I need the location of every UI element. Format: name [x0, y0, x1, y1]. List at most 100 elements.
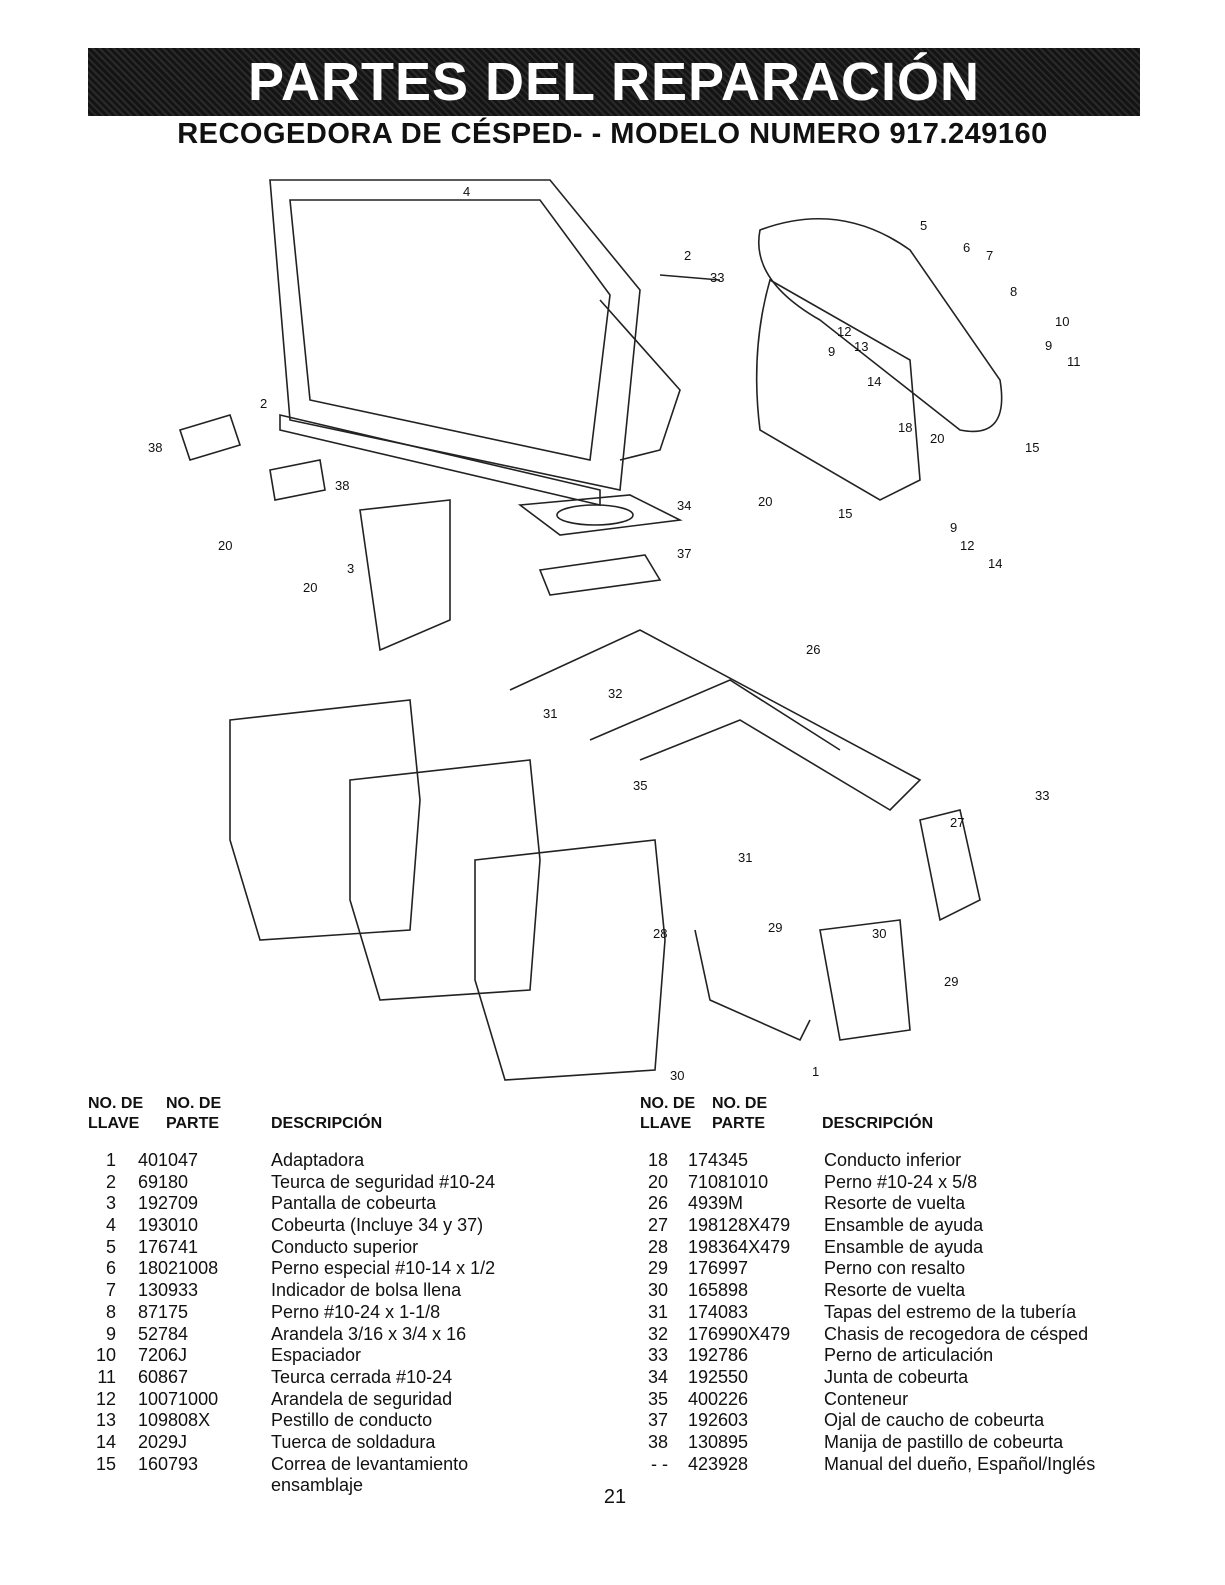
cell-part: 130895	[688, 1431, 749, 1452]
callout: 9	[950, 520, 957, 535]
cell-desc: Perno especial #10-14 x 1/2	[271, 1258, 496, 1279]
callout: 38	[335, 478, 349, 493]
cell-part: 198364X479	[688, 1236, 791, 1257]
cell-key: 11	[97, 1366, 116, 1387]
container-3	[474, 839, 666, 1081]
callout: 20	[930, 431, 944, 446]
cell-key: 26	[647, 1193, 668, 1214]
callout: 6	[963, 240, 970, 255]
callout: 1	[812, 1064, 819, 1079]
callout: 28	[653, 926, 667, 941]
cell-key: 20	[647, 1171, 668, 1192]
cell-part: 10071000	[138, 1388, 219, 1409]
cell-desc: Conducto inferior	[824, 1150, 962, 1170]
cell-desc: ensamblaje	[271, 1475, 364, 1496]
cell-desc: Pestillo de conducto	[271, 1410, 433, 1431]
cell-desc: Arandela de seguridad	[271, 1388, 453, 1409]
callout: 2	[260, 396, 267, 411]
cell-key: 33	[647, 1345, 668, 1366]
callout: 13	[854, 339, 868, 354]
cell-desc: Junta de cobeurta	[824, 1366, 969, 1387]
cell-key: 38	[647, 1431, 668, 1452]
callout: 20	[303, 580, 317, 595]
container-1	[229, 699, 421, 941]
callout: 29	[944, 974, 958, 989]
callout: 31	[738, 850, 752, 865]
cell-part: 192709	[138, 1193, 199, 1214]
cell-part: 87175	[138, 1301, 189, 1322]
cell-part: 400226	[688, 1388, 749, 1409]
cell-part: 160793	[138, 1453, 199, 1474]
cell-desc: Tuerca de soldadura	[271, 1431, 436, 1452]
cell-desc: Cobeurta (Incluye 34 y 37)	[271, 1215, 484, 1236]
callout: 7	[986, 248, 993, 263]
cover-inner	[289, 199, 611, 461]
callout: 4	[463, 184, 470, 199]
callout: 30	[670, 1068, 684, 1083]
callout: 15	[838, 506, 852, 521]
callout: 14	[867, 374, 881, 389]
callout: 9	[828, 344, 835, 359]
cell-part: 130933	[138, 1280, 199, 1301]
cell-key: 3	[105, 1193, 116, 1214]
callout: 8	[1010, 284, 1017, 299]
cell-part: 60867	[138, 1366, 189, 1387]
cell-key: 2	[105, 1171, 116, 1192]
cell-desc: Teurca cerrada #10-24	[271, 1366, 453, 1387]
cell-part: 176741	[138, 1236, 199, 1257]
title-banner: PARTES DEL REPARACIÓN	[88, 48, 1140, 116]
callout: 37	[677, 546, 691, 561]
bracket-part	[819, 919, 911, 1041]
pivot-bolt	[659, 274, 721, 281]
gasket-hole	[556, 504, 634, 526]
cell-part: 176990X479	[688, 1323, 791, 1344]
grommet-part	[538, 554, 662, 596]
cell-desc: Ojal de caucho de cobeurta	[824, 1410, 1045, 1431]
cell-desc: Correa de levantamiento	[271, 1453, 469, 1474]
cell-part: 401047	[138, 1150, 199, 1170]
upper-chute-part	[758, 217, 1003, 433]
header-desc: DESCRIPCIÓN	[271, 1115, 383, 1132]
cell-part: 109808X	[138, 1410, 211, 1431]
callout: 26	[806, 642, 820, 657]
table-row: 13 109808X Pestillo de conducto	[88, 1410, 608, 1432]
table-header: NO. DE LLAVE NO. DE PARTE DESCRIPCIÓN	[640, 1094, 1160, 1150]
cell-key: 15	[95, 1453, 116, 1474]
cell-desc: Ensamble de ayuda	[824, 1215, 984, 1236]
table-row: 15 160793 Correa de levantamiento	[88, 1454, 608, 1476]
latch-handle-right	[269, 459, 326, 501]
callout: 12	[960, 538, 974, 553]
cell-desc: Manija de pastillo de cobeurta	[824, 1431, 1064, 1452]
cell-desc: Chasis de recogedora de césped	[824, 1323, 1089, 1344]
latch-handle-left	[178, 414, 242, 461]
callout: 10	[1055, 314, 1069, 329]
cell-desc: Conducto superior	[271, 1236, 419, 1257]
header-key: NO. DE LLAVE	[640, 1095, 696, 1132]
cell-key: 35	[647, 1388, 668, 1409]
cell-part: 165898	[688, 1280, 749, 1301]
lower-chute-part	[755, 278, 921, 501]
parts-table-right: NO. DE LLAVE NO. DE PARTE DESCRIPCIÓN 18…	[640, 1094, 1160, 1475]
callout: 38	[148, 440, 162, 455]
cell-key: 27	[647, 1215, 668, 1236]
cell-part: 52784	[138, 1323, 189, 1344]
assist-assembly-28	[694, 929, 811, 1042]
cell-key: 7	[105, 1280, 116, 1301]
table-header: NO. DE LLAVE NO. DE PARTE DESCRIPCIÓN	[88, 1094, 608, 1150]
callout: 20	[218, 538, 232, 553]
cell-desc: Ensamble de ayuda	[824, 1236, 984, 1257]
cell-key: 13	[95, 1410, 116, 1431]
cell-key: 29	[647, 1258, 668, 1279]
callout: 20	[758, 494, 772, 509]
